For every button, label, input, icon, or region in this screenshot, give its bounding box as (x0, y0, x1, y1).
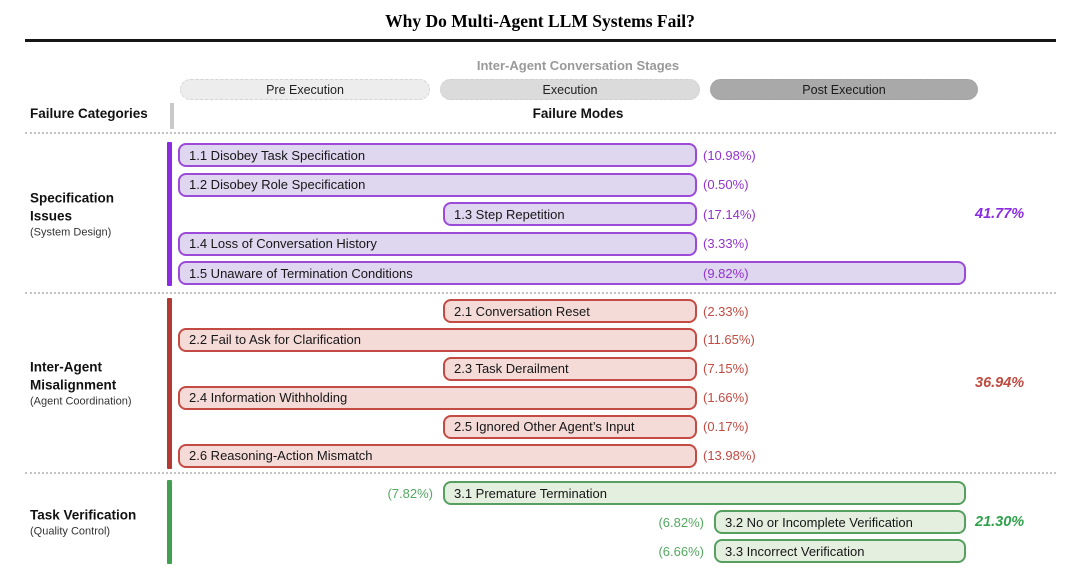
mode-box-2.5: 2.5 Ignored Other Agent’s Input (443, 414, 697, 439)
category-subtitle: (Quality Control) (30, 525, 111, 538)
mode-box-2.6: 2.6 Reasoning-Action Mismatch (178, 443, 697, 468)
mode-box-3.2: 3.2 No or Incomplete Verification (714, 510, 966, 534)
category-bar-task-verification (167, 480, 172, 564)
mode-pct-3.1: (7.82%) (387, 485, 433, 501)
mode-box-2.4: 2.4 Information Withholding (178, 385, 697, 410)
category-name: Task Verification (30, 507, 137, 523)
section-separator-2 (25, 292, 1056, 294)
mode-box-1.1: 1.1 Disobey Task Specification (178, 143, 697, 167)
mode-pct-1.5: (9.82%) (703, 265, 749, 281)
section-separator-1 (25, 132, 1056, 134)
mode-pct-2.1: (2.33%) (703, 303, 749, 319)
mode-box-2.3: 2.3 Task Derailment (443, 356, 697, 381)
category-subtitle: (System Design) (30, 226, 112, 239)
title-underline (25, 39, 1056, 42)
mode-box-3.1: 3.1 Premature Termination (443, 481, 966, 505)
section-total-task-verification: 21.30% (975, 514, 1025, 530)
failure-categories-header: Failure Categories (30, 106, 148, 121)
mode-pct-2.5: (0.17%) (703, 419, 749, 435)
mode-box-1.3: 1.3 Step Repetition (443, 202, 697, 226)
mode-pct-1.3: (17.14%) (703, 206, 756, 222)
mode-box-1.4: 1.4 Loss of Conversation History (178, 231, 697, 256)
stage-pill-execution: Execution (440, 79, 700, 100)
category-label-task-verification: Task Verification (Quality Control) (30, 507, 170, 538)
mode-box-1.2: 1.2 Disobey Role Specification (178, 172, 697, 197)
stages-header: Inter-Agent Conversation Stages (476, 58, 680, 73)
section-total-inter-agent-misalignment: 36.94% (975, 375, 1025, 392)
failure-modes-header: Failure Modes (532, 106, 624, 121)
mode-box-1.5: 1.5 Unaware of Termination Conditions (178, 261, 966, 285)
mode-pct-1.4: (3.33%) (703, 236, 749, 251)
mode-pct-2.4: (1.66%) (703, 390, 749, 406)
mode-pct-1.2: (0.50%) (703, 177, 749, 192)
stage-pill-pre-execution: Pre Execution (180, 79, 430, 100)
category-bar-inter-agent-misalignment (167, 298, 172, 469)
mode-pct-2.3: (7.15%) (703, 361, 749, 377)
mode-box-2.1: 2.1 Conversation Reset (443, 299, 697, 323)
category-subtitle: (Agent Coordination) (30, 395, 132, 408)
figure-title: Why Do Multi-Agent LLM Systems Fail? (385, 11, 695, 31)
mode-box-2.2: 2.2 Fail to Ask for Clarification (178, 327, 697, 352)
section-separator-3 (25, 472, 1056, 474)
mode-pct-2.2: (11.65%) (703, 332, 755, 348)
mode-box-3.3: 3.3 Incorrect Verification (714, 539, 966, 563)
header-divider (170, 103, 174, 129)
mode-pct-3.3: (6.66%) (658, 543, 704, 559)
section-total-specification-issues: 41.77% (975, 206, 1025, 222)
stage-pill-post-execution: Post Execution (710, 79, 978, 100)
category-bar-specification-issues (167, 142, 172, 286)
mode-pct-1.1: (10.98%) (703, 147, 756, 163)
mode-pct-2.6: (13.98%) (703, 448, 756, 463)
mode-pct-3.2: (6.82%) (658, 514, 704, 530)
